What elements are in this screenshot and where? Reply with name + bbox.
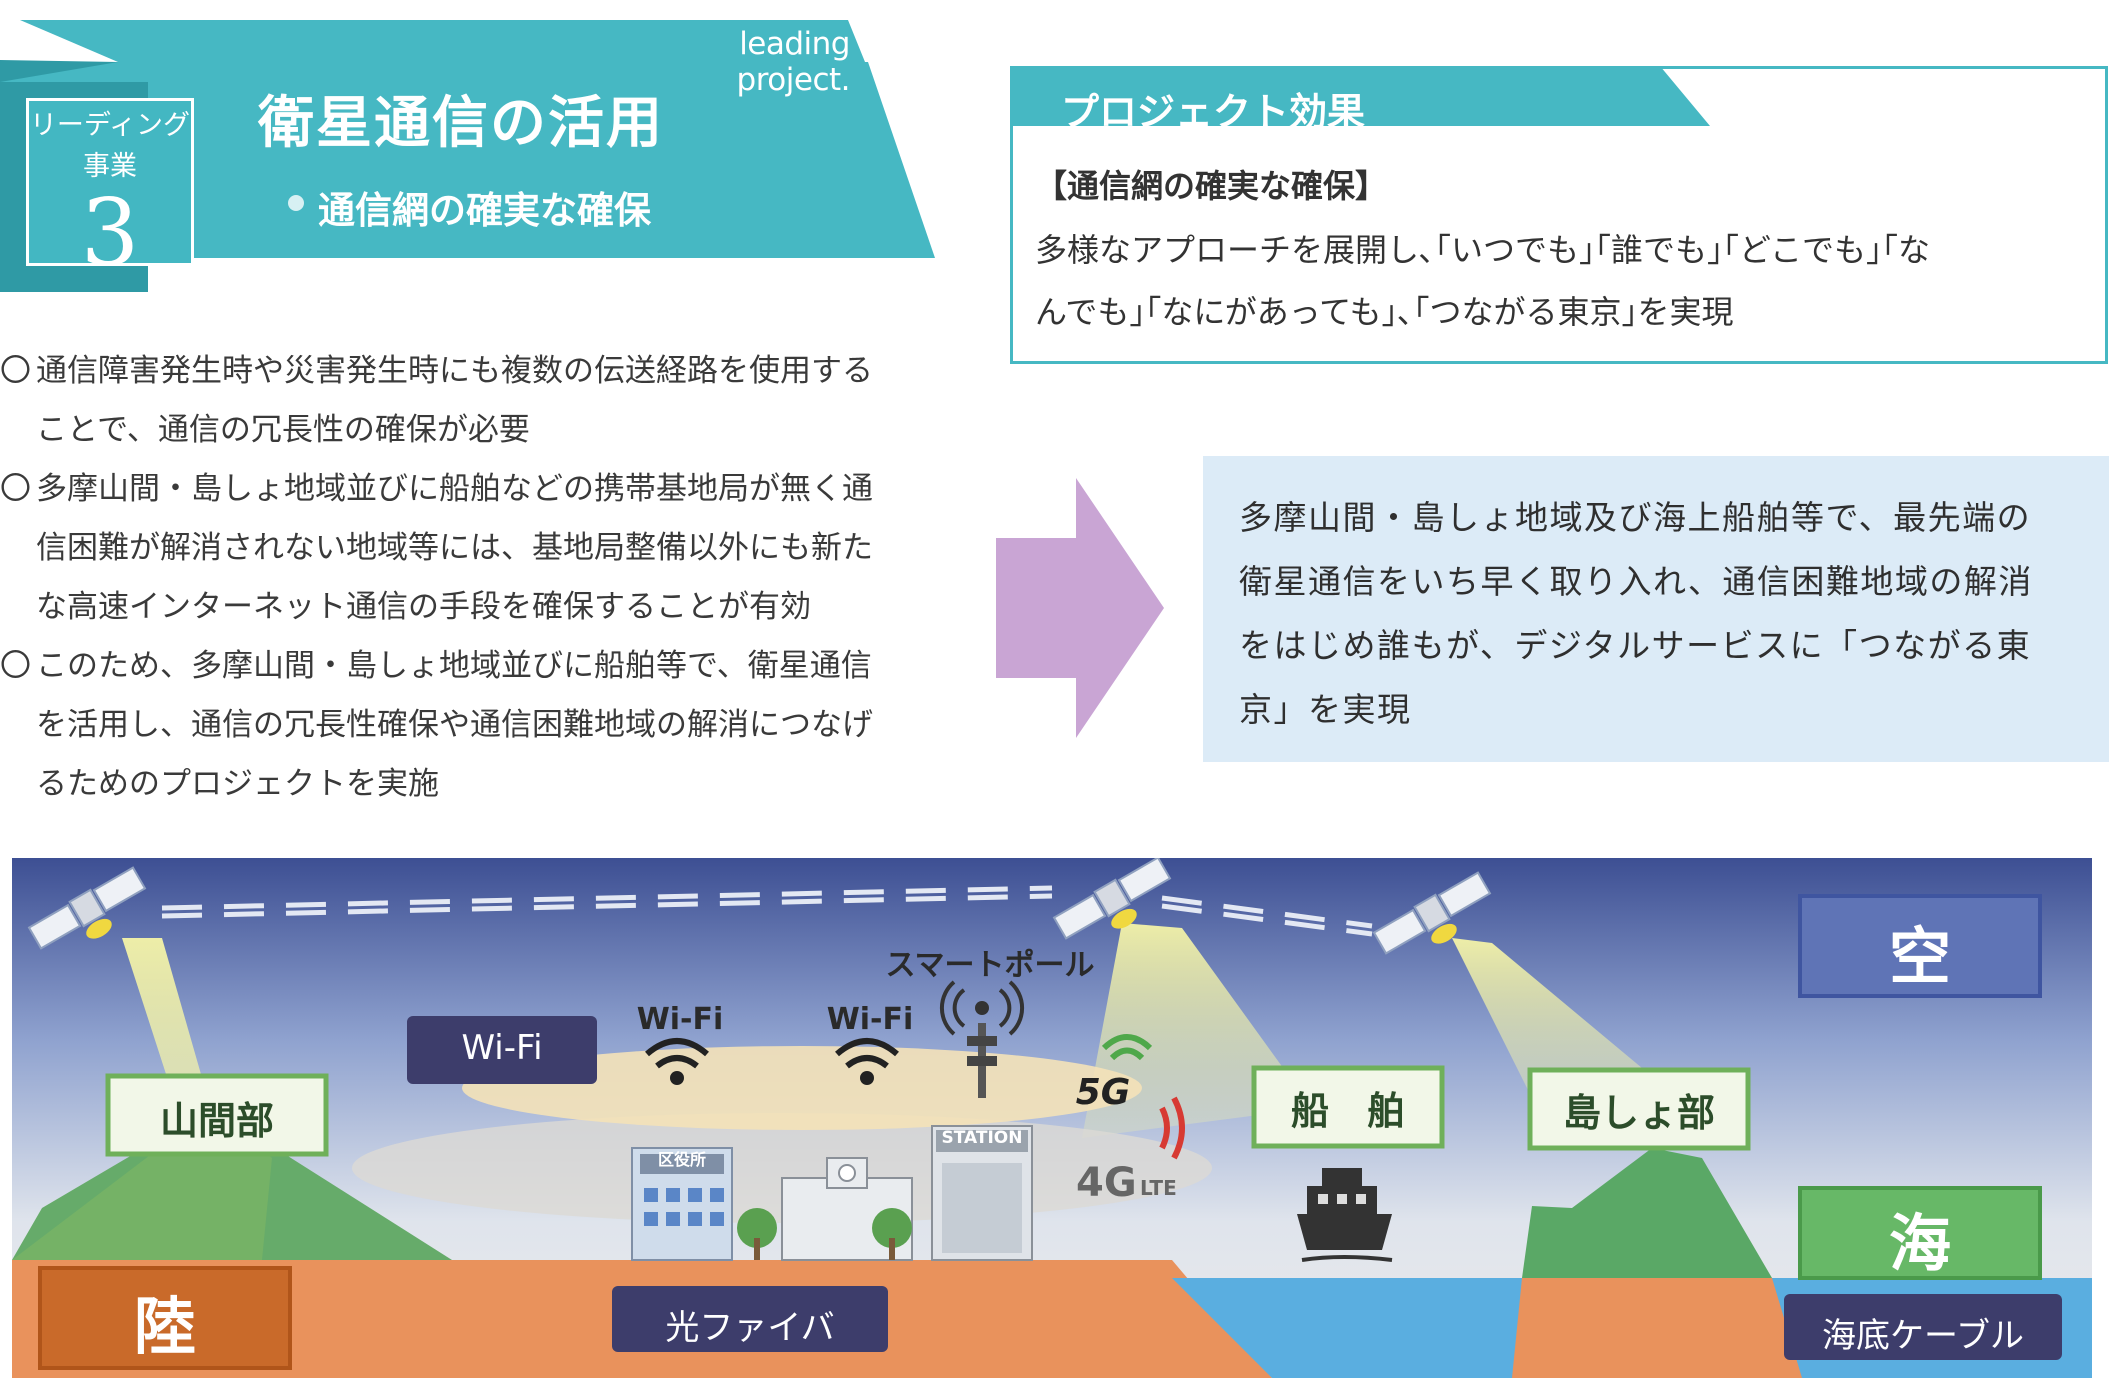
effect-line: んでも｣｢なにがあっても｣､｢つながる東京｣を実現 [1035, 293, 1734, 331]
satellite-link [161, 885, 1373, 937]
result-text: 多摩山間・島しょ地域及び海上船舶等で、最先端の 衛星通信をいち早く取り入れ、通信… [1239, 486, 2089, 742]
bullet-line: な高速インターネット通信の手段を確保することが有効 [36, 589, 811, 625]
wifi-label-plate [407, 1016, 597, 1084]
sea-label: 海 [1888, 1207, 1951, 1280]
bullet-item: 〇 通信障害発生時や災害発生時にも複数の伝送経路を使用する ことで、通信の冗長性… [0, 342, 960, 460]
sky-label-plate [1798, 894, 2042, 998]
4g-label: 4G [1076, 1160, 1137, 1206]
result-box: 多摩山間・島しょ地域及び海上船舶等で、最先端の 衛星通信をいち早く取り入れ、通信… [1203, 456, 2109, 762]
effect-line: 多様なアプローチを展開し､｢いつでも｣｢誰でも｣｢どこでも｣｢な [1035, 231, 1931, 269]
smart-pole-icon [939, 980, 1025, 1098]
bullet-line: を活用し、通信の冗長性確保や通信困難地域の解消につなげ [36, 707, 873, 743]
badge-number: 3 [80, 179, 140, 286]
circle-mark-icon: 〇 [0, 353, 31, 389]
ship-label-plate [1251, 1065, 1445, 1149]
effect-title-tab [1010, 66, 1710, 126]
island [1522, 1148, 1772, 1278]
effect-title: プロジェクト効果 [1061, 89, 1366, 134]
wifi-box-label: Wi-Fi [461, 1028, 543, 1068]
leading-project-tag: leading project. [736, 26, 851, 98]
right-arrow-icon [996, 478, 1164, 738]
land-label: 陸 [133, 1290, 196, 1363]
bullet-line: るためのプロジェクトを実施 [36, 766, 439, 802]
project-effect-box: プロジェクト効果 【通信網の確実な確保】 多様なアプローチを展開し､｢いつでも｣… [1010, 66, 2108, 364]
subtitle-bullet-icon [288, 195, 304, 211]
result-line: 京」を実現 [1239, 690, 1412, 729]
5g-label: 5G [1075, 1072, 1131, 1113]
sea-label-plate [1798, 1186, 2042, 1280]
satellite-icon [1052, 858, 1172, 940]
result-line: 多摩山間・島しょ地域及び海上船舶等で、最先端の [1239, 498, 2032, 537]
badge-label-2: 事業 [83, 151, 137, 182]
ward-office-icon [631, 1147, 733, 1261]
circle-mark-icon: 〇 [0, 471, 31, 507]
fiber-label-plate [612, 1286, 888, 1352]
background-bullets: 〇 通信障害発生時や災害発生時にも複数の伝送経路を使用する ことで、通信の冗長性… [0, 342, 960, 814]
bullet-item: 〇 多摩山間・島しょ地域並びに船舶などの携帯基地局が無く通 信困難が解消されない… [0, 460, 960, 637]
result-line: 衛星通信をいち早く取り入れ、通信困難地域の解消 [1239, 562, 2033, 601]
wifi-label: Wi-Fi [826, 1002, 914, 1037]
cable-label-plate [1784, 1294, 2062, 1360]
ward-office-sign: 区役所 [657, 1150, 706, 1169]
project-number-badge: リーディング 事業 3 [26, 98, 194, 283]
mountain-label: 山間部 [159, 1099, 274, 1143]
effect-heading: 【通信網の確実な確保】 [1035, 167, 1388, 205]
land-label-plate [38, 1266, 292, 1370]
4g-signal-icon [1159, 1096, 1185, 1160]
submarine-cable-label: 海底ケーブル [1822, 1316, 2024, 1356]
5g-signal-icon [1101, 1034, 1153, 1061]
island-label: 島しょ部 [1562, 1091, 1715, 1135]
bullet-line: 通信障害発生時や災害発生時にも複数の伝送経路を使用する [36, 353, 873, 389]
wifi-label: Wi-Fi [636, 1002, 724, 1037]
sky-label: 空 [1888, 920, 1951, 993]
ship-label: 船 舶 [1290, 1089, 1405, 1133]
result-line: をはじめ誰もが、デジタルサービスに「つながる東 [1239, 626, 2032, 665]
bullet-line: ことで、通信の冗長性の確保が必要 [36, 412, 530, 448]
bullet-line: 信困難が解消されない地域等には、基地局整備以外にも新た [36, 530, 873, 566]
ship-icon [1297, 1168, 1393, 1262]
bullet-line: 多摩山間・島しょ地域並びに船舶などの携帯基地局が無く通 [36, 471, 873, 507]
network-illustration [12, 858, 2092, 1378]
school-icon [737, 1157, 913, 1261]
wifi-icon [645, 1038, 709, 1069]
satellite-icon [27, 866, 147, 950]
lte-label: LTE [1140, 1176, 1177, 1200]
island-label-plate [1527, 1067, 1751, 1151]
fiber-label: 光ファイバ [665, 1308, 835, 1348]
effect-text: 多様なアプローチを展開し､｢いつでも｣｢誰でも｣｢どこでも｣｢な んでも｣｢なに… [1035, 219, 2085, 343]
satellite-icon [1372, 871, 1492, 955]
smart-pole-label: スマートポール [885, 948, 1095, 983]
station-icon [931, 1125, 1033, 1261]
page-title: 衛星通信の活用 [258, 90, 664, 156]
station-sign: STATION [941, 1128, 1023, 1148]
wifi-icon [835, 1038, 899, 1069]
bullet-item: 〇 このため、多摩山間・島しょ地域並びに船舶等で、衛星通信 を活用し、通信の冗長… [0, 637, 960, 814]
page-subtitle: 通信網の確実な確保 [318, 189, 651, 232]
bullet-line: このため、多摩山間・島しょ地域並びに船舶等で、衛星通信 [36, 648, 872, 684]
mountain-label-plate [105, 1073, 329, 1157]
circle-mark-icon: 〇 [0, 648, 31, 684]
badge-label-1: リーディング [29, 110, 191, 141]
